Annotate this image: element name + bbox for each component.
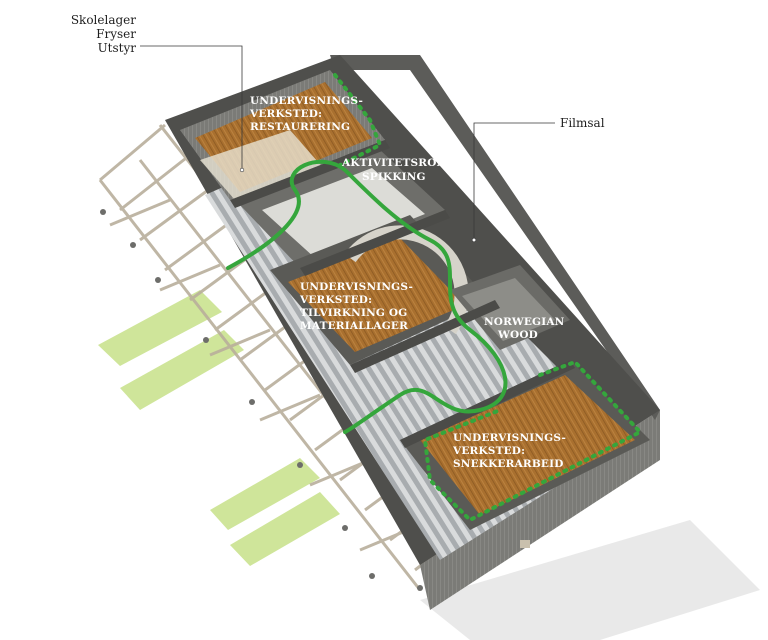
room-spikking: [240, 150, 445, 268]
dotted-outline-top: [333, 73, 383, 167]
timber-frame: [98, 123, 481, 591]
legend-labels: Skolelager Fryser Utstyr: [71, 13, 136, 55]
leader-dot-filmsal: [471, 237, 477, 243]
legend-line-fryser: Fryser: [96, 27, 136, 41]
label-restaurering-line-3: RESTAURERING: [250, 121, 350, 133]
green-path-line: [226, 159, 508, 434]
label-norwegian-wood-line-2: WOOD: [497, 329, 538, 341]
leader-lines: [140, 45, 555, 240]
label-tilvirkning-line-2: VERKSTED:: [299, 294, 372, 306]
label-spikking: AKTIVITETSROM SPIKKING: [341, 157, 449, 183]
label-spikking-line-1: AKTIVITETSROM: [341, 157, 449, 169]
label-snekkerarbeid-line-1: UNDERVISNINGS-: [453, 432, 566, 444]
legend-line-utstyr: Utstyr: [98, 41, 137, 55]
label-restaurering-line-1: UNDERVISNINGS-: [250, 95, 363, 107]
label-snekkerarbeid-line-2: VERKSTED:: [452, 445, 525, 457]
room-restaurering: [180, 70, 385, 200]
callout-filmsal: Filmsal: [560, 116, 605, 130]
divider-walls: [230, 140, 575, 448]
leader-dot-utstyr: [239, 167, 245, 173]
room-snekkerarbeid: [400, 360, 650, 530]
label-restaurering: UNDERVISNINGS- VERKSTED: RESTAURERING: [249, 95, 363, 133]
label-spikking-line-2: SPIKKING: [362, 171, 426, 183]
room-norwegian-wood: [450, 265, 570, 350]
label-tilvirkning: UNDERVISNINGS- VERKSTED: TILVIRKNING OG …: [299, 281, 413, 332]
label-tilvirkning-line-3: TILVIRKNING OG: [300, 307, 407, 319]
label-snekkerarbeid: UNDERVISNINGS- VERKSTED: SNEKKERARBEID: [452, 432, 566, 470]
label-snekkerarbeid-line-3: SNEKKERARBEID: [453, 458, 564, 470]
facade-door: [520, 540, 530, 548]
label-tilvirkning-line-1: UNDERVISNINGS-: [300, 281, 413, 293]
legend-line-skolelager: Skolelager: [71, 13, 136, 27]
room-tilvirkning: [270, 215, 490, 365]
ground-shadow: [420, 520, 760, 640]
frame-posts: [100, 209, 423, 591]
label-restaurering-line-2: VERKSTED:: [249, 108, 322, 120]
label-tilvirkning-line-4: MATERIALLAGER: [300, 320, 408, 332]
grass-strips: [98, 290, 340, 566]
label-norwegian-wood-line-1: NORWEGIAN: [484, 316, 565, 328]
label-norwegian-wood: NORWEGIAN WOOD: [484, 316, 565, 341]
